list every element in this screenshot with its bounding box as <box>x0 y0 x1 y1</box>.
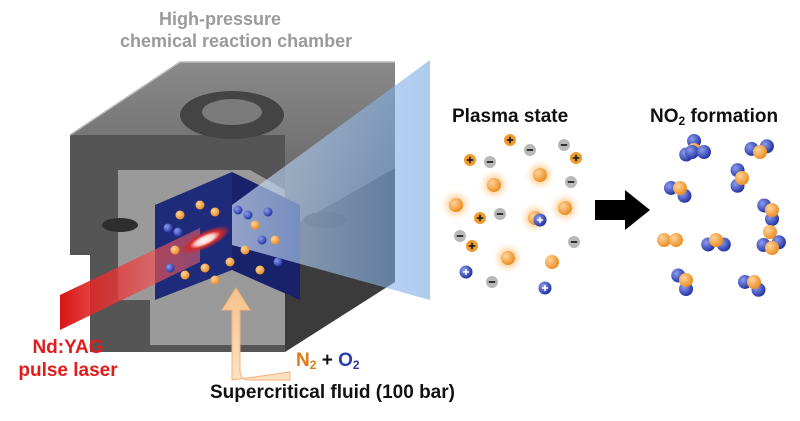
oxygen-atom <box>685 145 699 159</box>
laser-beam <box>60 228 200 330</box>
nitrogen-atom <box>753 145 767 159</box>
o2-sub: 2 <box>352 358 360 372</box>
no2-heading-suffix: formation <box>685 106 779 127</box>
chamber-title-line2: chemical reaction chamber <box>120 31 353 51</box>
magnification-beam <box>232 60 430 300</box>
chamber-title: High-pressure chemical reaction chamber <box>120 8 353 52</box>
n2-symbol: N <box>296 350 310 371</box>
nitrogen-atom <box>533 168 547 182</box>
no2-heading-prefix: NO <box>650 106 679 127</box>
top-port-inner <box>202 99 262 125</box>
nitrogen-atom <box>210 207 220 217</box>
nitrogen-atom <box>673 181 687 195</box>
nitrogen-atom <box>240 245 250 255</box>
plasma-hotspot <box>179 225 231 255</box>
nitrogen-atom <box>763 225 777 239</box>
oxygen-atom <box>263 207 273 217</box>
nitrogen-atom <box>195 200 205 210</box>
right-arrow-icon <box>595 190 650 230</box>
oxygen-atom <box>163 223 173 233</box>
nitrogen-atom <box>170 245 180 255</box>
nitrogen-atom <box>200 263 210 273</box>
no2-heading: NO2 formation <box>650 106 778 128</box>
nitrogen-atom <box>735 171 749 185</box>
laser-label-line1: Nd:YAG <box>32 337 104 358</box>
laser-label: Nd:YAG pulse laser <box>8 336 128 382</box>
nitrogen-atom <box>270 235 280 245</box>
nitrogen-atom <box>679 273 693 287</box>
nitrogen-atom <box>501 251 515 265</box>
nitrogen-atom <box>175 210 185 220</box>
nitrogen-atom <box>669 233 683 247</box>
fluid-label: Supercritical fluid (100 bar) <box>210 382 455 403</box>
oxygen-atom <box>165 263 175 273</box>
oxygen-atom <box>173 227 183 237</box>
chamber-title-line1: High-pressure <box>158 9 282 29</box>
laser-label-line2: pulse laser <box>18 360 118 381</box>
nitrogen-atom <box>255 265 265 275</box>
nitrogen-atom <box>765 203 779 217</box>
nitrogen-atom <box>487 178 501 192</box>
nitrogen-atom <box>657 233 671 247</box>
o2-symbol: O <box>338 350 353 371</box>
nitrogen-atom <box>545 255 559 269</box>
gas-plus: + <box>316 350 339 371</box>
nitrogen-atom <box>709 233 723 247</box>
nitrogen-atom <box>558 201 572 215</box>
nitrogen-atom <box>250 220 260 230</box>
oxygen-atom <box>257 235 267 245</box>
nitrogen-atom <box>225 257 235 267</box>
plasma-heading: Plasma state <box>452 106 569 127</box>
chamber-edge <box>69 61 395 136</box>
molecule-layer <box>163 133 786 297</box>
no2-heading-sub: 2 <box>678 114 686 128</box>
oxygen-atom <box>233 205 243 215</box>
nitrogen-atom <box>210 275 220 285</box>
nitrogen-atom <box>747 275 761 289</box>
left-port <box>102 218 138 232</box>
oxygen-atom <box>243 210 253 220</box>
gas-formula: N2 + O2 <box>296 350 360 372</box>
oxygen-atom <box>273 257 283 267</box>
nitrogen-atom <box>180 270 190 280</box>
nitrogen-atom <box>449 198 463 212</box>
nitrogen-atom <box>765 241 779 255</box>
n2-sub: 2 <box>309 358 317 372</box>
fluid-inlet-arrow <box>221 287 291 381</box>
oxygen-atom <box>697 145 711 159</box>
